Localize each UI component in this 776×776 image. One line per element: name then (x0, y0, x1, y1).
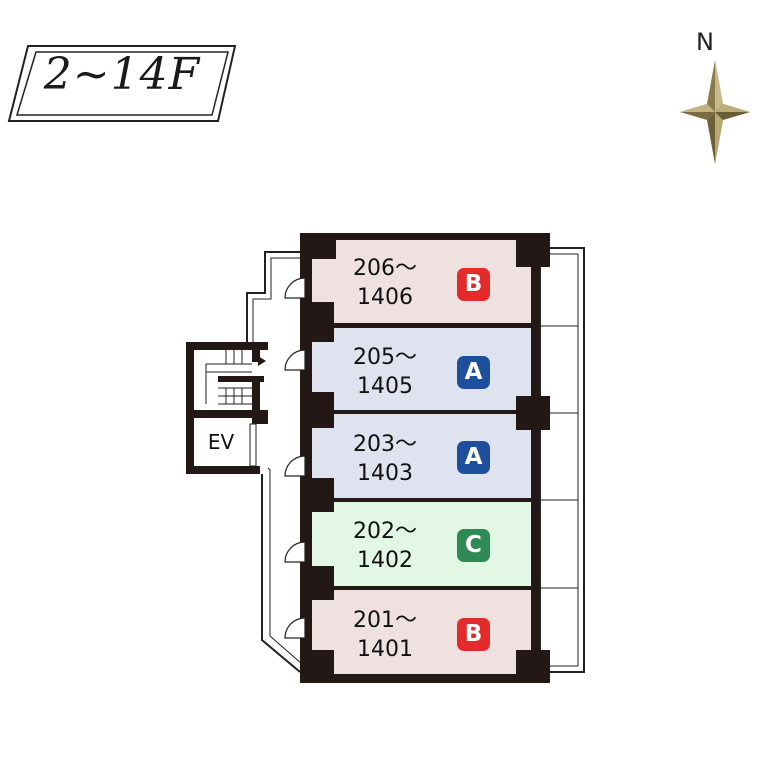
unit-type-badge: A (457, 441, 490, 474)
unit-type-badge: A (457, 356, 490, 389)
unit-room-202 (306, 502, 532, 586)
elevator-label: EV (207, 430, 235, 454)
unit-number-range-start: 203～ (353, 432, 417, 457)
unit-number-range-start: 202～ (353, 519, 417, 544)
unit-room-201 (306, 590, 532, 674)
compass-icon (680, 60, 750, 164)
unit-room-206 (306, 240, 532, 324)
unit-type-badge: B (457, 618, 490, 651)
unit-label-203: 203～ 1403 (330, 430, 440, 488)
unit-room-203 (306, 414, 532, 498)
unit-label-201: 201～ 1401 (330, 606, 440, 664)
unit-number-range-end: 1405 (357, 374, 413, 399)
unit-label-202: 202～ 1402 (330, 517, 440, 575)
unit-number-range-end: 1401 (357, 637, 413, 662)
floor-label: 2~14F (43, 49, 201, 100)
unit-type-badge: C (457, 529, 490, 562)
unit-number-range-end: 1406 (357, 285, 413, 310)
unit-number-range-start: 205～ (353, 345, 417, 370)
unit-number-range-start: 201～ (353, 608, 417, 633)
unit-number-range-end: 1402 (357, 548, 413, 573)
unit-type-badge: B (457, 268, 490, 301)
unit-number-range-end: 1403 (357, 461, 413, 486)
unit-room-205 (306, 328, 532, 410)
compass-north-label: N (696, 28, 714, 56)
unit-label-205: 205～ 1405 (330, 343, 440, 401)
unit-label-206: 206～ 1406 (330, 254, 440, 312)
floor-badge (7, 45, 237, 122)
unit-number-range-start: 206～ (353, 256, 417, 281)
